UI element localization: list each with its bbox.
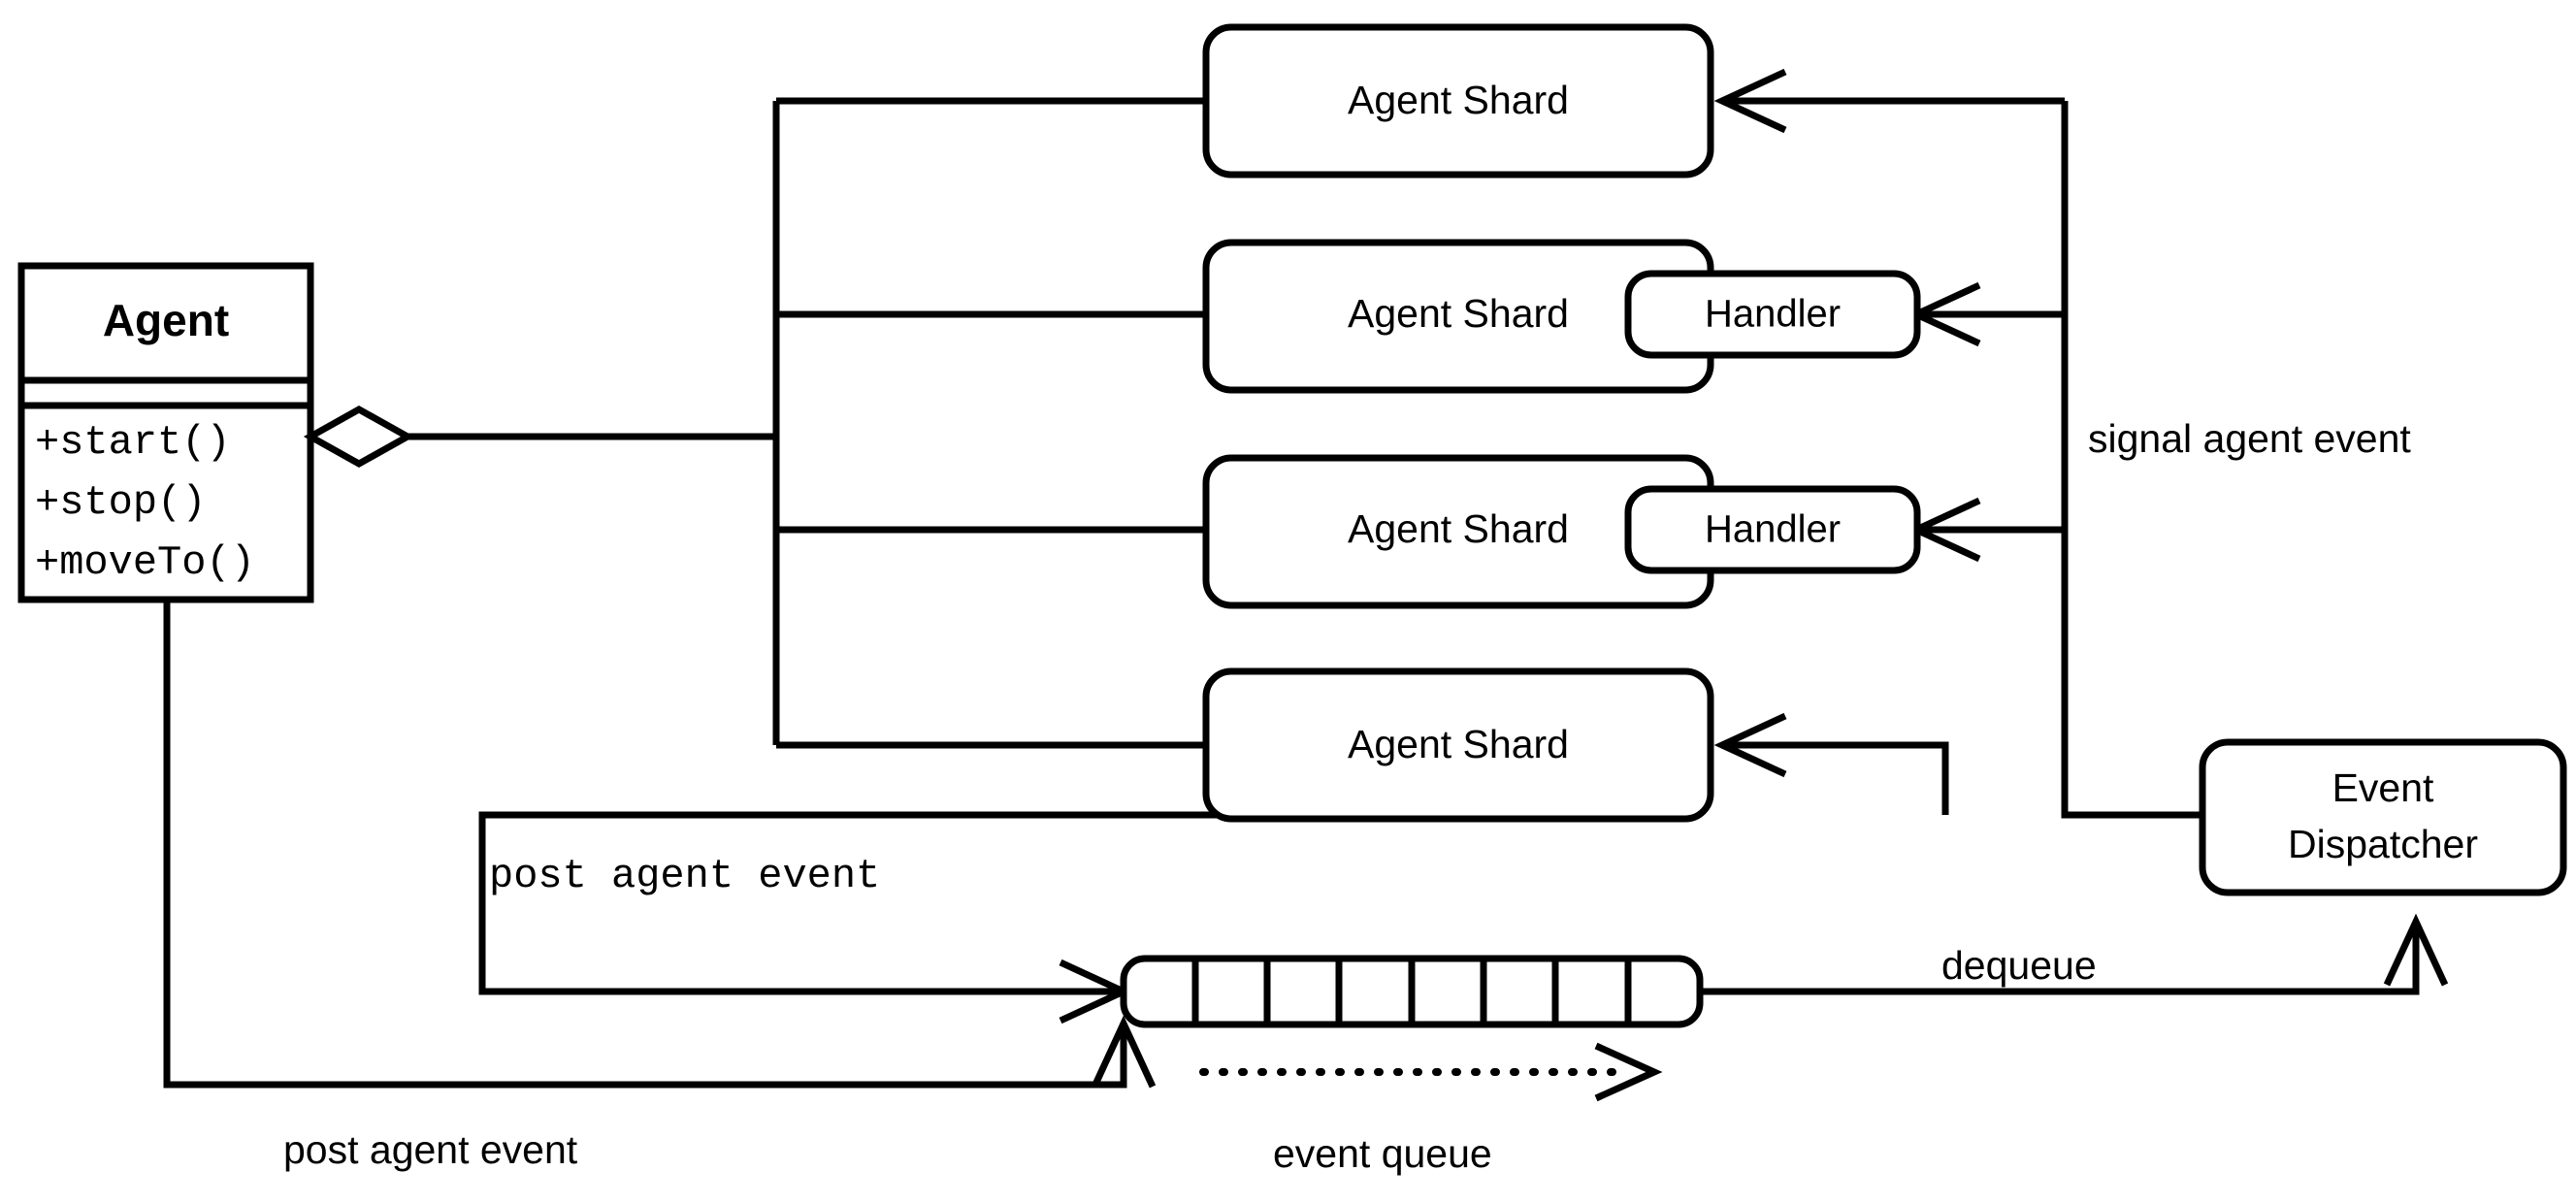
agent-method-start: +start()	[35, 419, 231, 466]
agent-class-box[interactable]: Agent +start() +stop() +moveTo()	[17, 262, 314, 603]
agent-method-moveto: +moveTo()	[35, 539, 255, 586]
label-signal-agent-event: signal agent event	[2088, 416, 2411, 461]
agent-shard-4-label: Agent Shard	[1348, 722, 1569, 766]
label-event-queue: event queue	[1273, 1131, 1492, 1176]
agent-shard-1-label: Agent Shard	[1348, 78, 1569, 122]
handler-1-label: Handler	[1705, 293, 1841, 336]
signal-arrow-line-4	[1722, 741, 1949, 815]
agent-shard-3-label: Agent Shard	[1348, 506, 1569, 551]
handler-2-label: Handler	[1705, 508, 1841, 551]
event-dispatcher-label-line2: Dispatcher	[2288, 822, 2478, 866]
post-event-lower-arrowhead	[1091, 1015, 1157, 1089]
dequeue-line	[1700, 922, 2420, 995]
handler-2[interactable]: Handler	[1624, 485, 1921, 574]
handler-2-box	[1624, 485, 1921, 574]
queue-direction-arrowhead	[1594, 1042, 1663, 1102]
agent-shard-4-box	[1202, 667, 1714, 823]
label-dequeue: dequeue	[1941, 943, 2097, 988]
label-post-agent-event-upper: post agent event	[489, 853, 880, 899]
event-dispatcher-label-line1: Event	[2332, 765, 2434, 810]
agent-shard-1-box	[1202, 23, 1714, 179]
post-event-upper-line	[478, 811, 1240, 995]
event-dispatcher[interactable]: Event Dispatcher	[2199, 738, 2567, 896]
agent-shard-3[interactable]: Agent Shard	[1202, 454, 1714, 609]
agent-shard-2[interactable]: Agent Shard	[1202, 239, 1714, 394]
handler-1-box	[1624, 270, 1921, 359]
handler-1[interactable]: Handler	[1624, 270, 1921, 359]
agent-shard-1[interactable]: Agent Shard	[1202, 23, 1714, 179]
agent-class-name: Agent	[103, 295, 229, 345]
post-event-lower-line	[163, 602, 1127, 1089]
aggregation-diamond-icon	[303, 405, 415, 469]
agent-shard-4[interactable]: Agent Shard	[1202, 667, 1714, 823]
event-queue[interactable]	[1120, 955, 1704, 1028]
signal-arrowhead-1	[1713, 68, 1787, 134]
agent-method-stop: +stop()	[35, 479, 206, 526]
label-post-agent-event-lower: post agent event	[283, 1127, 578, 1172]
signal-arrowhead-4	[1713, 712, 1787, 778]
dequeue-arrowhead	[2383, 913, 2449, 987]
agent-shard-2-label: Agent Shard	[1348, 291, 1569, 336]
event-dispatcher-box	[2199, 738, 2567, 896]
